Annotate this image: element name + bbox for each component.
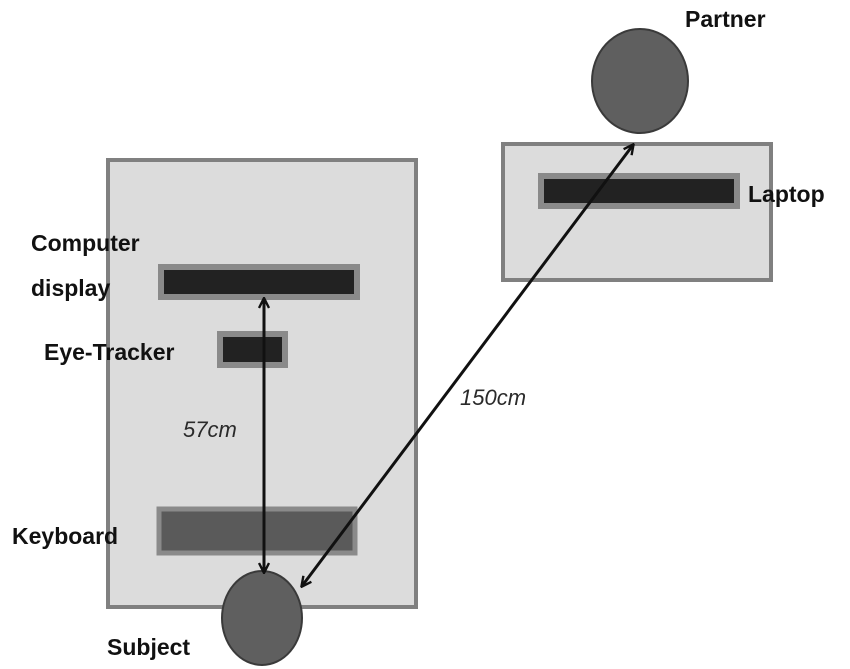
distance-label-display: 57cm bbox=[183, 417, 237, 442]
distance-arrow-partner bbox=[302, 145, 633, 586]
laptop-device bbox=[538, 173, 740, 209]
eye-tracker-device bbox=[217, 331, 288, 368]
keyboard-label: Keyboard bbox=[12, 523, 118, 549]
partner-label: Partner bbox=[685, 6, 766, 32]
keyboard-device bbox=[156, 506, 358, 556]
subject-label: Subject bbox=[107, 634, 190, 660]
laptop-label: Laptop bbox=[748, 181, 825, 207]
distance-label-partner: 150cm bbox=[460, 385, 526, 410]
computer-display-device bbox=[158, 264, 360, 300]
computer-display-label-line1: Computer bbox=[31, 230, 140, 256]
partner-table bbox=[501, 142, 773, 282]
eye-tracker-label: Eye-Tracker bbox=[44, 339, 174, 365]
subject-head bbox=[221, 570, 303, 666]
computer-display-label-line2: display bbox=[31, 275, 110, 301]
partner-head bbox=[591, 28, 689, 134]
